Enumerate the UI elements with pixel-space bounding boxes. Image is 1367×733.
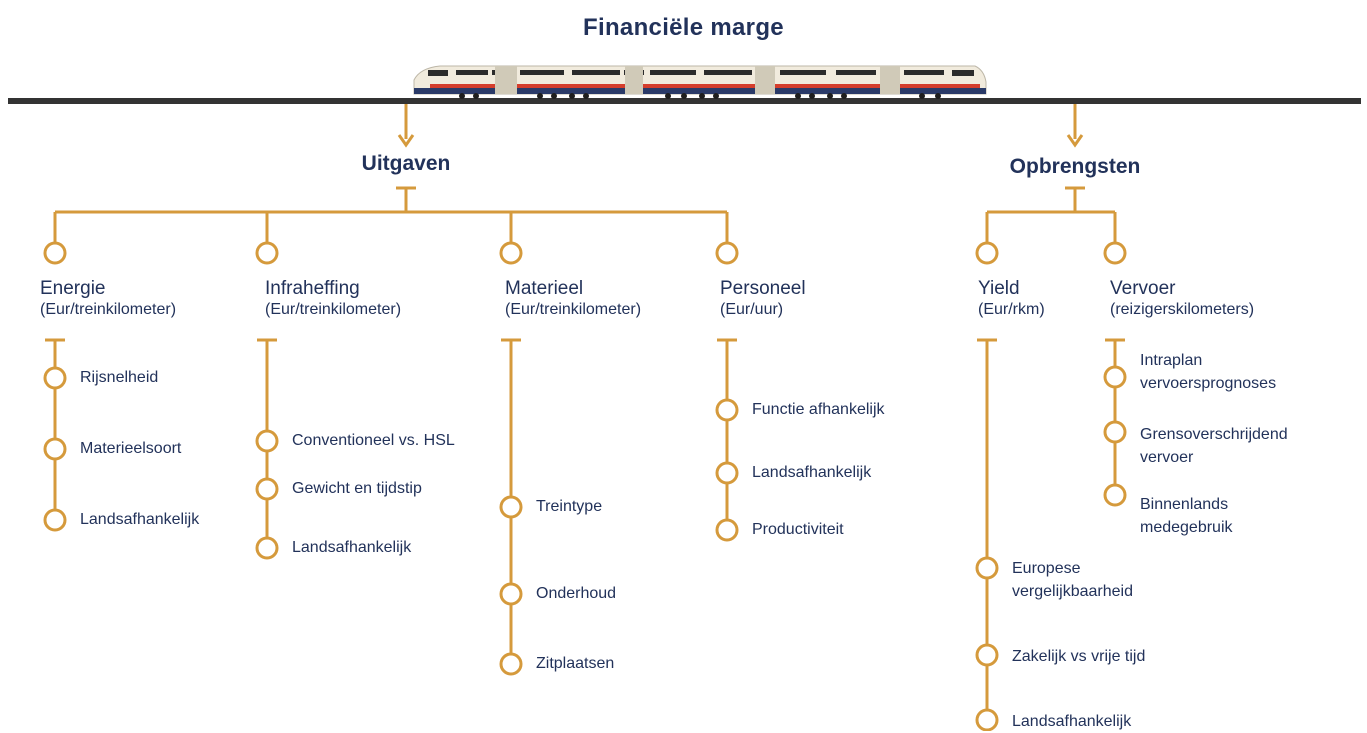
revenues-cat-0-item-2-node xyxy=(975,708,999,731)
expenses-arrow-head xyxy=(397,134,415,148)
train-icon xyxy=(413,65,987,99)
expenses-cat-2-item-1-node xyxy=(499,582,523,606)
category-name: Vervoer xyxy=(1110,278,1176,299)
item-label: Functie afhankelijk xyxy=(752,401,885,418)
expenses-cat-0-item-2-node xyxy=(43,508,67,532)
expenses-cat-1-node xyxy=(255,241,279,265)
category-yield: Yield (Eur/rkm) xyxy=(978,278,1045,320)
item-label: Zitplaatsen xyxy=(536,655,615,672)
item-label: Conventioneel vs. HSL xyxy=(292,432,455,449)
category-infraheffing: Infraheffing (Eur/treinkilometer) xyxy=(265,278,401,320)
expenses-cat-0-item-1-node xyxy=(43,437,67,461)
item-label: Materieelsoort xyxy=(80,440,182,457)
category-name: Personeel xyxy=(720,278,806,299)
category-unit: (Eur/treinkilometer) xyxy=(505,301,642,318)
revenues-cat-0-node xyxy=(975,241,999,265)
revenues-cat-0-item-1-node xyxy=(975,643,999,667)
item-label: Gewicht en tijdstip xyxy=(292,480,422,497)
expenses-cat-2-item-2-node xyxy=(499,652,523,676)
revenues-cat-0-item-0-node xyxy=(975,556,999,580)
revenues-cat-1-node xyxy=(1103,241,1127,265)
expenses-cat-1-item-0-node xyxy=(255,429,279,453)
category-unit: (Eur/treinkilometer) xyxy=(265,301,402,318)
item-label: Productiviteit xyxy=(752,521,844,538)
expenses-cat-0-item-0-node xyxy=(43,366,67,390)
rail-track xyxy=(8,98,1361,104)
category-name: Infraheffing xyxy=(265,278,360,299)
expenses-cat-3-item-1-node xyxy=(715,461,739,485)
expenses-cat-3-node xyxy=(715,241,739,265)
item-label: Landsafhankelijk xyxy=(1012,713,1132,730)
expenses-cat-0-node xyxy=(43,241,67,265)
item-label: Zakelijk vs vrije tijd xyxy=(1012,648,1146,665)
category-vervoer: Vervoer (reizigerskilometers) xyxy=(1110,278,1254,320)
category-unit: (Eur/treinkilometer) xyxy=(40,301,177,318)
item-label: Landsafhankelijk xyxy=(752,464,872,481)
expenses-cat-1-item-2-node xyxy=(255,536,279,560)
revenues-title: Opbrengsten xyxy=(1009,155,1141,178)
category-name: Yield xyxy=(978,278,1020,299)
expenses-cat-1-item-1-node xyxy=(255,477,279,501)
expenses-cat-3-item-0-node xyxy=(715,398,739,422)
category-name: Energie xyxy=(40,278,106,299)
expenses-cat-3-item-2-node xyxy=(715,518,739,542)
item-label: Onderhoud xyxy=(536,585,617,602)
revenues-arrow-head xyxy=(1066,134,1084,148)
expenses-title: Uitgaven xyxy=(361,152,451,175)
category-materieel: Materieel (Eur/treinkilometer) xyxy=(505,278,641,320)
category-unit: (reizigerskilometers) xyxy=(1110,301,1255,318)
expenses-cat-2-node xyxy=(499,241,523,265)
category-energie: Energie (Eur/treinkilometer) xyxy=(40,278,176,320)
revenues-cat-1-item-1-node xyxy=(1103,420,1127,444)
category-name: Materieel xyxy=(505,278,584,299)
item-label: Landsafhankelijk xyxy=(80,511,200,528)
diagram-title: Financiële marge xyxy=(583,14,784,41)
revenues-cat-1-item-0-node xyxy=(1103,365,1127,389)
category-personeel: Personeel (Eur/uur) xyxy=(720,278,806,320)
revenues-cat-1-item-2-node xyxy=(1103,483,1127,507)
category-unit: (Eur/uur) xyxy=(720,301,784,318)
item-label: Treintype xyxy=(536,498,603,515)
category-unit: (Eur/rkm) xyxy=(978,301,1045,318)
expenses-cat-2-item-0-node xyxy=(499,495,523,519)
item-label: Landsafhankelijk xyxy=(292,539,412,556)
item-label: Rijsnelheid xyxy=(80,369,159,386)
